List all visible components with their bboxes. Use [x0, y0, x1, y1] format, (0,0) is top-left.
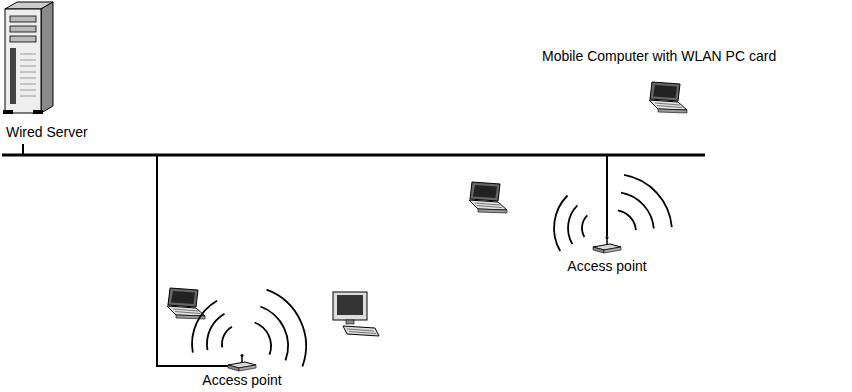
network-cable: [23, 144, 607, 236]
server-tower: [3, 2, 53, 114]
desktop-computer: [333, 292, 379, 336]
device-label: Access point: [202, 372, 282, 388]
laptop-icon: [649, 82, 687, 113]
network-cable: [23, 144, 198, 366]
laptop-icon: [167, 288, 205, 319]
cable-stub: [198, 365, 230, 367]
device-node: Mobile Computer with WLAN PC card: [538, 46, 788, 120]
device-label: Mobile Computer with WLAN PC card: [542, 48, 784, 64]
device-node: Wired Server: [2, 0, 100, 144]
device-node: Access point: [198, 354, 286, 388]
device-label: Access point: [567, 258, 647, 274]
access-point-icon: [593, 236, 621, 253]
radio-waves: [192, 175, 672, 367]
device-node: Access point: [563, 236, 651, 276]
device-label: Wired Server: [6, 124, 96, 140]
access-point-icon: [228, 354, 256, 371]
laptop-icon: [469, 182, 507, 213]
